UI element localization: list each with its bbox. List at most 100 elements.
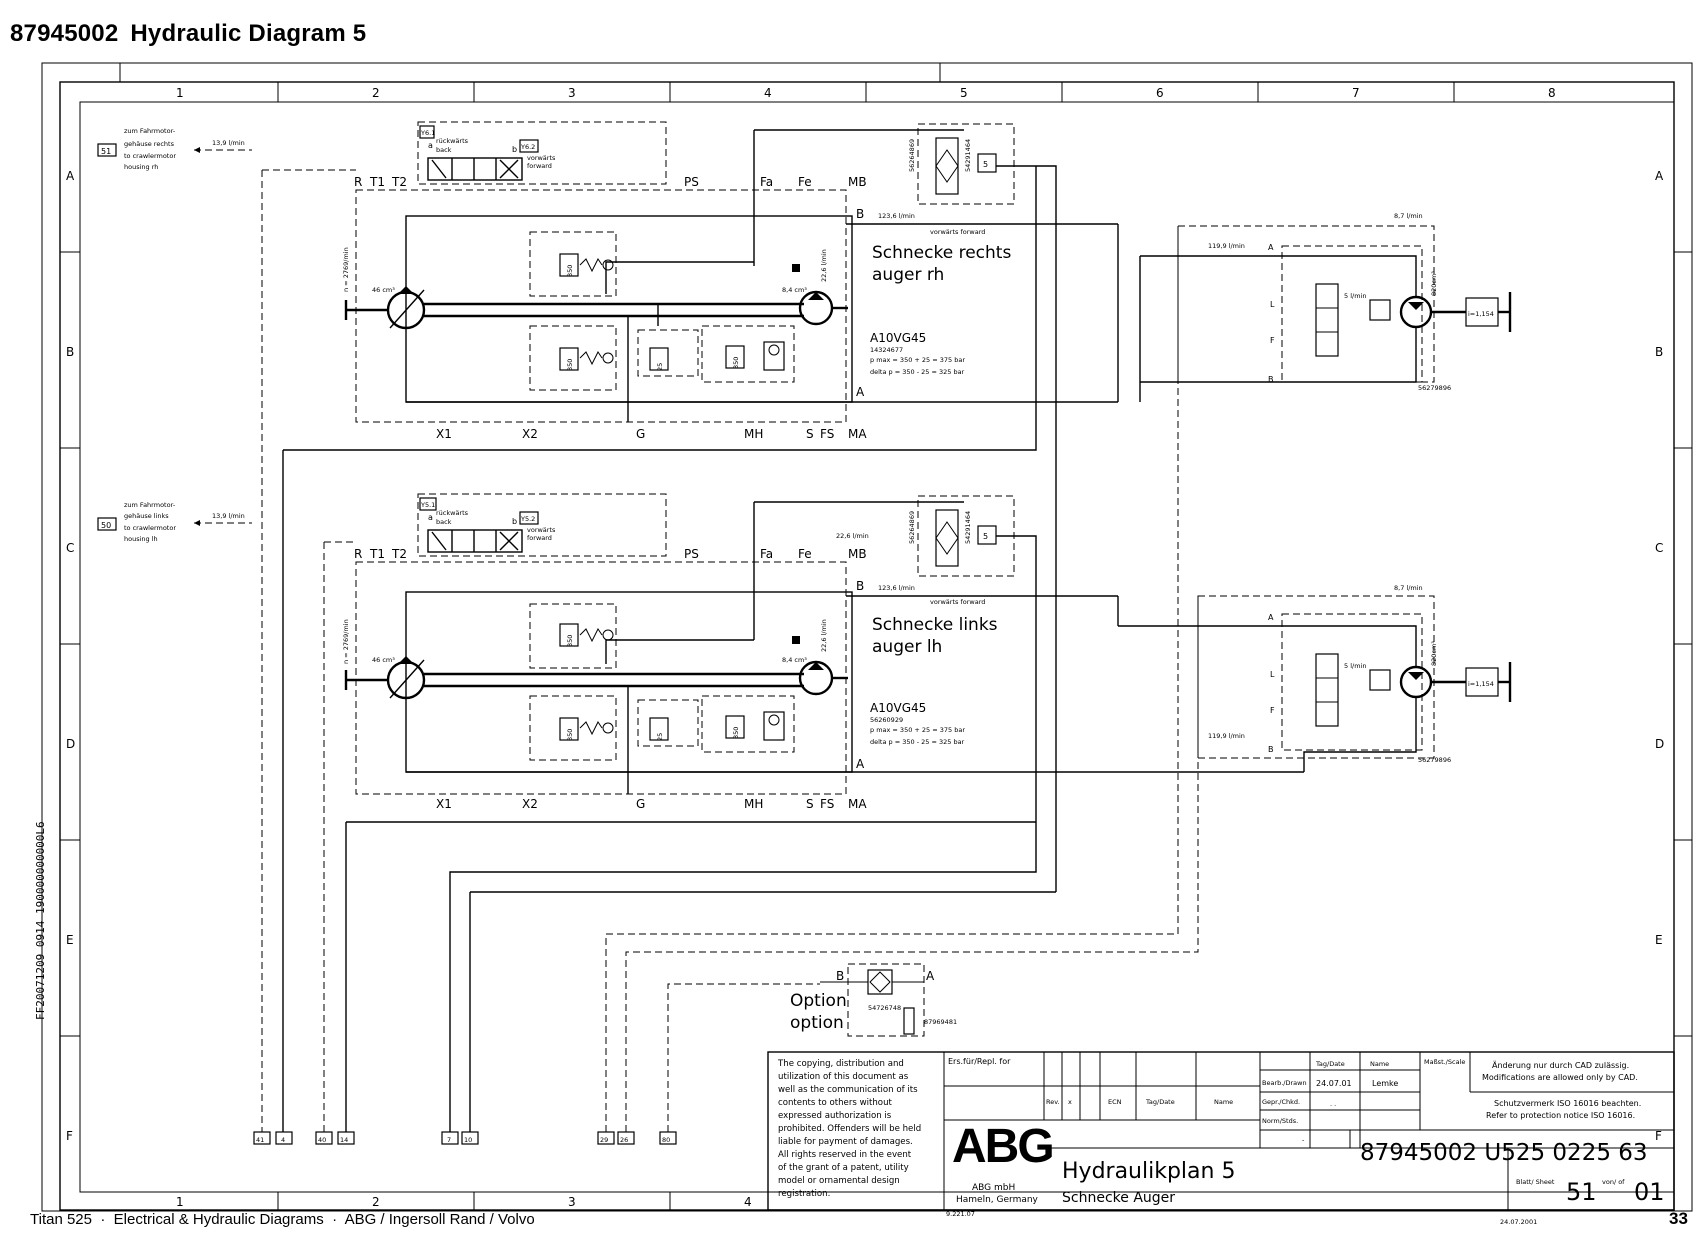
port-S: S [806, 427, 814, 441]
port-B: B [1268, 745, 1274, 754]
connector-label: 29 [600, 1136, 608, 1144]
row-label: B [66, 345, 74, 359]
solenoid-label: Y5.1 [420, 501, 435, 509]
relief-setting: 350 [732, 357, 740, 369]
drawn-date: 24.07.01 [1316, 1079, 1352, 1088]
drawing-number: 87945002 U525 0225 63 [1360, 1140, 1648, 1166]
circuit-title: Schnecke rechts [872, 243, 1011, 263]
col-label: 1 [176, 86, 184, 100]
port-B: B [836, 969, 844, 983]
col-label: 8 [1548, 86, 1556, 100]
drawing-frame: 1 2 3 4 5 6 7 8 1 2 3 4 A B C D E F A B … [41, 62, 1693, 1212]
copyright-line: registration. [778, 1189, 830, 1199]
company-name: ABG mbH [972, 1183, 1015, 1193]
port-MB: MB [848, 175, 867, 189]
dir-label: rückwärts [436, 137, 469, 145]
charge-flow: 22,6 l/min [820, 249, 828, 282]
footer-bar: Titan 525 · Electrical & Hydraulic Diagr… [30, 1211, 535, 1228]
connector-label: 41 [256, 1136, 264, 1144]
port-B: B [856, 207, 864, 221]
pump-speed: n = 2769/min [342, 619, 350, 664]
row-label: E [66, 933, 74, 947]
port-MA: MA [848, 797, 867, 811]
rev-x: x [1068, 1098, 1072, 1106]
footer-makers: ABG / Ingersoll Rand / Volvo [344, 1211, 535, 1228]
dir-label: forward [527, 534, 552, 542]
copyright-line: well as the communication of its [778, 1085, 918, 1095]
page-number: 33 [1669, 1209, 1688, 1228]
col-label: 7 [1352, 86, 1360, 100]
footer-section: Electrical & Hydraulic Diagrams [113, 1211, 324, 1228]
port-X1: X1 [436, 427, 452, 441]
note-line: zum Fahrmotor- [124, 127, 176, 135]
port-ref: 50 [101, 521, 111, 530]
pressure-delta: delta p = 350 - 25 = 325 bar [870, 368, 965, 376]
plot-date: 24.07.2001 [1500, 1218, 1537, 1226]
row-label: D [66, 737, 75, 751]
relief-setting: 350 [566, 265, 574, 277]
pump-speed: n = 2769/min [342, 247, 350, 292]
cad-note: Modifications are allowed only by CAD. [1482, 1073, 1638, 1082]
pressure-delta: delta p = 350 - 25 = 325 bar [870, 738, 965, 746]
col-label: 5 [960, 86, 968, 100]
iso-note: Refer to protection notice ISO 16016. [1486, 1111, 1635, 1120]
row-label: E [1655, 933, 1663, 947]
option-label: option [790, 1013, 844, 1033]
port-MA: MA [848, 427, 867, 441]
gear-ratio: i=1,154 [1468, 310, 1494, 318]
connector-label: 10 [464, 1136, 472, 1144]
motor-flow: 119,9 l/min [1208, 732, 1245, 740]
port-FS: FS [820, 797, 834, 811]
checked-label: Gepr./Chkd. [1262, 1098, 1300, 1106]
note-line: zum Fahrmotor- [124, 501, 176, 509]
footer-sep: · [92, 1211, 114, 1228]
copyright-line: The copying, distribution and [777, 1059, 904, 1069]
pump-part: 14324677 [870, 346, 903, 354]
copyright-line: utilization of this document as [778, 1072, 909, 1082]
sheet-number: 51 [1566, 1178, 1597, 1206]
name-header: Name [1214, 1098, 1233, 1106]
copyright-line: prohibited. Offenders will be held [778, 1124, 921, 1134]
port-S: S [806, 797, 814, 811]
port-ref: 51 [101, 147, 111, 156]
port-R: R [354, 175, 362, 189]
circuit-auger-rh: 51 zum Fahrmotor- gehäuse rechts to craw… [97, 121, 1512, 892]
port-MH: MH [744, 797, 763, 811]
pressure-max: p max = 350 + 25 = 375 bar [870, 726, 965, 734]
row-label: D [1655, 737, 1664, 751]
note-line: housing rh [124, 163, 158, 171]
copyright-line: expressed authorization is [778, 1111, 892, 1121]
row-label: F [66, 1129, 73, 1143]
port-F: F [1270, 706, 1275, 715]
dir-label: rückwärts [436, 509, 469, 517]
relief-setting: 350 [732, 727, 740, 739]
pressure-max: p max = 350 + 25 = 375 bar [870, 356, 965, 364]
footer-sep: · [323, 1211, 345, 1228]
connector-label: 4 [281, 1136, 285, 1144]
port-B: B [856, 579, 864, 593]
relief-setting: 25 [656, 363, 664, 371]
dir-label: vorwärts [527, 154, 556, 162]
col-label: 4 [744, 1195, 752, 1209]
title-block: The copying, distribution and utilizatio… [767, 1051, 1675, 1226]
name-header: Name [1370, 1060, 1389, 1068]
company-city: Hameln, Germany [956, 1195, 1039, 1205]
connector-label: 80 [662, 1136, 670, 1144]
motor-displacement: 820cm³ [1430, 271, 1438, 296]
relief-setting: 350 [566, 635, 574, 647]
drain-lines [261, 166, 1199, 1132]
filter-part: 54291464 [964, 511, 972, 544]
filter-part: 54291464 [964, 139, 972, 172]
option-filter: B A Option option 54726748 87969481 [790, 963, 957, 1037]
port-A: A [926, 969, 935, 983]
drawn-label: Bearb./Drawn [1262, 1079, 1307, 1087]
port-Fa: Fa [760, 175, 773, 189]
of-label: von/ of [1602, 1178, 1625, 1186]
pump-model: A10VG45 [870, 331, 926, 345]
port-L: L [1270, 670, 1275, 679]
charge-flow: 22,6 l/min [820, 619, 828, 652]
dir-label: back [436, 146, 452, 154]
row-label: C [66, 541, 74, 555]
drawn-name: Lemke [1372, 1079, 1398, 1088]
flow-direction: vorwärts forward [930, 598, 985, 606]
